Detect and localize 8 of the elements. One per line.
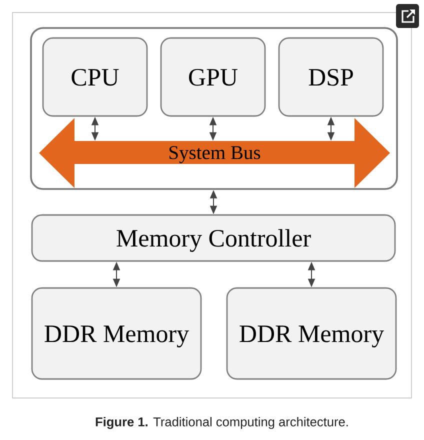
process-box: Memory Controller xyxy=(31,214,396,262)
caption: Figure 1. Traditional computing architecture. xyxy=(96,417,348,429)
process-box: DDR Memory xyxy=(31,287,202,380)
process-box: CPU xyxy=(42,37,148,117)
process-box: DSP xyxy=(278,37,384,117)
process-box: DDR Memory xyxy=(226,287,397,380)
container-box xyxy=(30,27,398,190)
process-box: GPU xyxy=(160,37,266,117)
